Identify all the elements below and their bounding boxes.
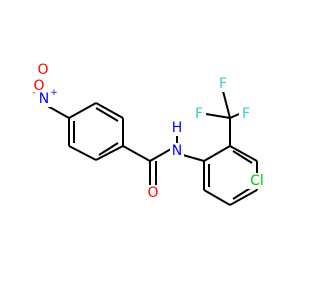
atom-f-left: F xyxy=(192,106,206,122)
bond-5 xyxy=(95,145,124,161)
bond-18 xyxy=(203,145,231,162)
atom-f-right: F xyxy=(239,106,253,122)
atom-o-minus: O - xyxy=(32,78,46,98)
atom-symbol: N xyxy=(39,91,49,107)
atom-symbol: O xyxy=(37,62,48,78)
atom-symbol: O xyxy=(147,185,158,201)
bond-28 xyxy=(222,90,231,119)
bond-22 xyxy=(203,189,231,206)
bond-7 xyxy=(95,102,124,119)
atom-symbol: F xyxy=(195,106,203,122)
atom-symbol: O xyxy=(33,78,44,94)
atom-n-amide: N xyxy=(170,143,184,159)
atom-charge: + xyxy=(50,88,58,98)
atom-label-layer: O - N + O O N H F F xyxy=(32,62,267,201)
bond-4 xyxy=(68,145,97,161)
bond-21 xyxy=(229,189,258,206)
bond-15 xyxy=(149,148,172,162)
atom-o-nitro: O xyxy=(36,62,50,78)
bond-19 xyxy=(229,145,258,162)
atom-charge: - xyxy=(32,88,35,98)
atom-symbol: N xyxy=(172,143,182,159)
atom-h-amide: H xyxy=(170,120,184,136)
atom-o-amide: O xyxy=(146,185,160,201)
atom-symbol: F xyxy=(219,76,227,92)
atom-symbol: F xyxy=(242,106,250,122)
atom-f-top: F xyxy=(216,76,230,92)
bond-12 xyxy=(122,145,151,162)
atom-cl: Cl xyxy=(247,173,267,189)
bond-29 xyxy=(205,113,231,119)
atom-symbol: H xyxy=(172,120,183,136)
bond-8 xyxy=(68,102,97,119)
atom-symbol: Cl xyxy=(250,173,264,189)
bond-11 xyxy=(95,107,119,122)
bond-26 xyxy=(232,150,253,164)
bond-10 xyxy=(98,142,119,156)
bond-17 xyxy=(182,154,205,162)
molecule-structure: O - N + O O N H F F xyxy=(32,62,267,206)
bond-layer xyxy=(40,75,258,206)
atom-n-plus: N + xyxy=(37,88,58,107)
bond-30 xyxy=(229,113,240,119)
